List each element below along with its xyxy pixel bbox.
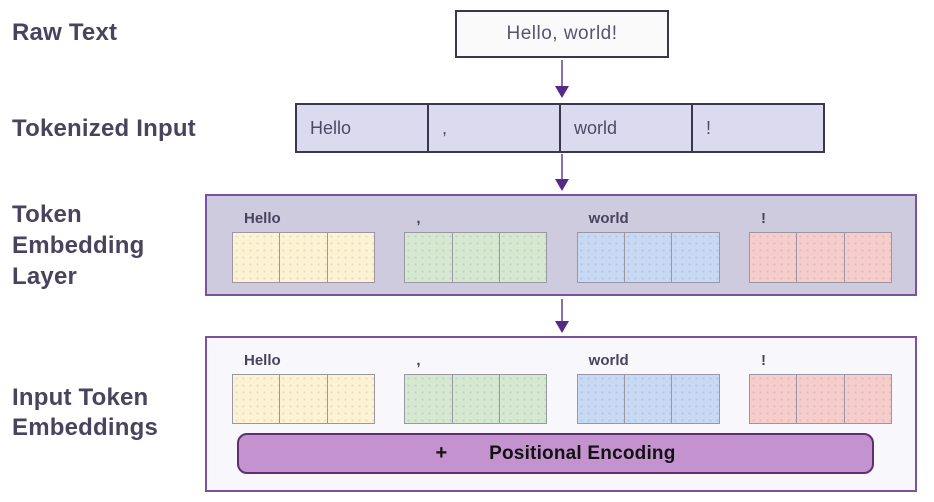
embedding-group-label: , <box>416 351 421 369</box>
down-arrow-icon <box>555 299 569 333</box>
token-cell: ! <box>693 105 823 151</box>
input-token-embeddings-label: Input Token Embeddings <box>12 384 159 441</box>
embedding-group: world <box>576 204 720 283</box>
embedding-vector <box>404 232 548 283</box>
input-token-embeddings-box: Hello , world <box>205 336 917 492</box>
embedding-cell <box>796 374 845 424</box>
embedding-cell <box>576 232 625 283</box>
tokenized-input-label: Tokenized Input <box>12 115 196 142</box>
down-arrow-icon <box>555 60 569 98</box>
arrow-shaft <box>561 299 563 324</box>
embedding-cell <box>279 374 328 424</box>
embedding-cell <box>232 374 281 424</box>
embedding-cell <box>326 232 375 283</box>
embedding-group-label: ! <box>760 209 766 227</box>
embedding-group: ! <box>748 346 892 424</box>
embedding-group: Hello <box>232 346 375 424</box>
arrow-head <box>555 179 569 191</box>
raw-text-box: Hello, world! <box>455 10 669 58</box>
raw-text-label: Raw Text <box>12 19 118 46</box>
embedding-cell <box>451 374 500 424</box>
embedding-vector <box>748 374 892 424</box>
embedding-cell <box>748 374 798 424</box>
embedding-vector <box>748 232 892 283</box>
embedding-cell <box>404 374 453 424</box>
embedding-cell <box>576 374 625 424</box>
embedding-cell <box>498 232 548 283</box>
arrow-shaft <box>561 154 563 182</box>
token-text: ! <box>706 117 712 138</box>
raw-text-value: Hello, world! <box>506 23 618 44</box>
embedding-groups: Hello , world <box>232 204 892 283</box>
embedding-cell <box>671 232 720 283</box>
embedding-group-label: Hello <box>244 209 281 227</box>
embedding-group: ! <box>748 204 892 283</box>
embedding-vector <box>576 374 720 424</box>
down-arrow-icon <box>555 154 569 191</box>
embedding-cell <box>498 374 548 424</box>
embedding-cell <box>404 232 453 283</box>
token-text: , <box>442 117 448 138</box>
arrow-head <box>555 86 569 98</box>
embedding-group-label: Hello <box>244 351 281 369</box>
token-embedding-layer-box: Hello , world <box>205 194 917 296</box>
embedding-group-label: ! <box>760 351 766 369</box>
embedding-group-label: world <box>588 351 629 369</box>
plus-icon: + <box>435 442 448 464</box>
embedding-group-label: world <box>588 209 629 227</box>
embedding-group: world <box>576 346 720 424</box>
embedding-cell <box>796 232 845 283</box>
arrow-head <box>555 321 569 333</box>
embedding-cell <box>232 232 281 283</box>
embedding-group: , <box>404 346 548 424</box>
embedding-cell <box>623 374 673 424</box>
embedding-groups: Hello , world <box>232 346 892 424</box>
embedding-cell <box>623 232 673 283</box>
positional-encoding-bar: + Positional Encoding <box>237 433 874 474</box>
embedding-vector <box>232 374 375 424</box>
token-cell: world <box>561 105 693 151</box>
positional-encoding-label: Positional Encoding <box>489 442 676 464</box>
embedding-vector <box>404 374 548 424</box>
embedding-cell <box>843 232 892 283</box>
token-cell: , <box>429 105 561 151</box>
embedding-group: Hello <box>232 204 375 283</box>
embedding-cell <box>279 232 328 283</box>
embedding-cell <box>451 232 500 283</box>
token-cell: Hello <box>297 105 429 151</box>
embedding-group: , <box>404 204 548 283</box>
embedding-vector <box>232 232 375 283</box>
tokenized-input-row: Hello , world ! <box>295 103 825 153</box>
embedding-group-label: , <box>416 209 421 227</box>
token-text: world <box>574 117 618 138</box>
token-embedding-layer-label: Token Embedding Layer <box>12 201 145 290</box>
arrow-shaft <box>561 60 563 89</box>
embedding-cell <box>671 374 720 424</box>
embedding-cell <box>843 374 892 424</box>
embedding-cell <box>326 374 375 424</box>
token-text: Hello <box>310 117 352 138</box>
embedding-vector <box>576 232 720 283</box>
embedding-cell <box>748 232 798 283</box>
